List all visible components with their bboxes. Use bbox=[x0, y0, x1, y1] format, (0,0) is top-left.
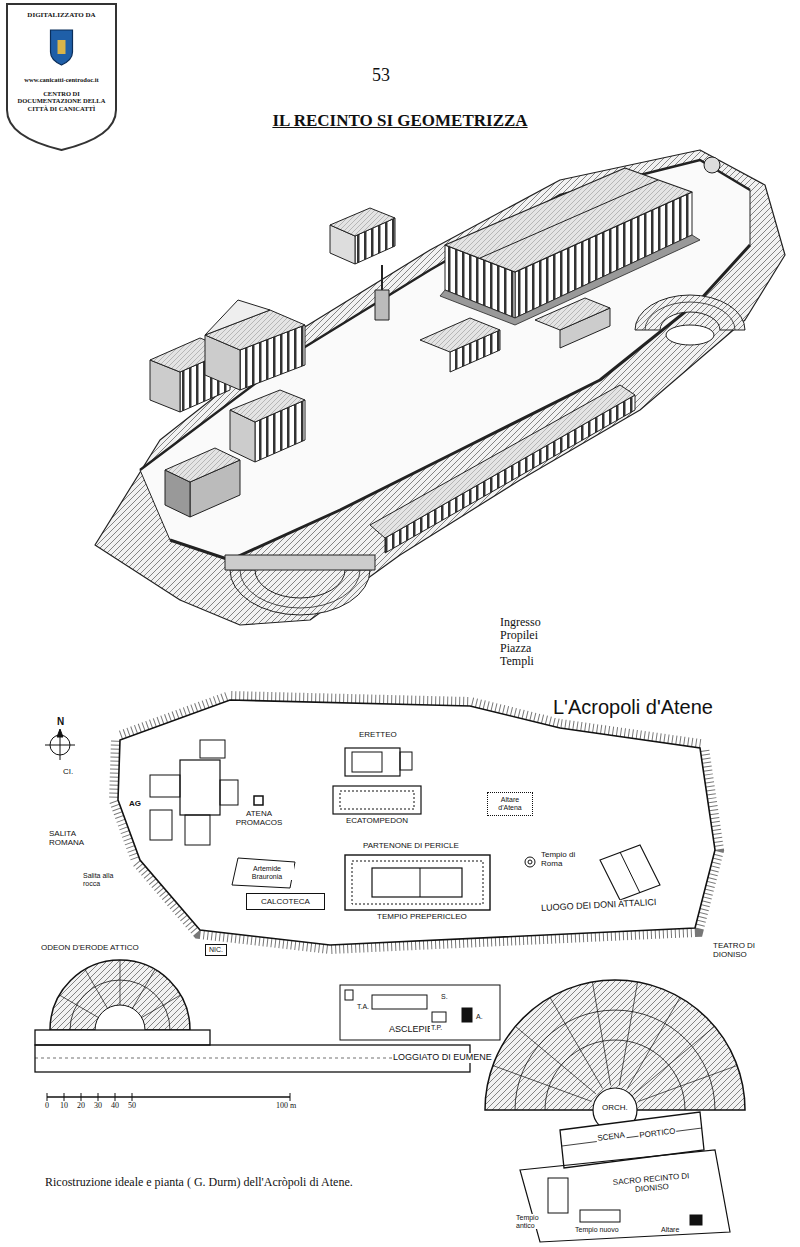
acropolis-reconstruction bbox=[95, 150, 785, 625]
page-title: IL RECINTO SI GEOMETRIZZA bbox=[0, 112, 800, 131]
building-name: ERETTEO bbox=[358, 731, 398, 740]
legend-word: Propilei bbox=[500, 629, 538, 642]
compass-letter: N bbox=[56, 716, 65, 727]
building-name: LOGGIATO DI EUMENE bbox=[392, 1053, 493, 1063]
building-name: Altare bbox=[660, 1226, 680, 1234]
scale-number: 10 bbox=[59, 1102, 69, 1111]
altar-box: Altare d'Atena bbox=[487, 792, 533, 816]
short-label: S. bbox=[440, 993, 449, 1001]
monument-name: ATENA PROMACOS bbox=[228, 810, 290, 828]
scale-number: 40 bbox=[110, 1102, 120, 1111]
acropolis-plan bbox=[35, 700, 745, 1242]
building-name: ODEON D'ERODE ATTICO bbox=[40, 944, 140, 953]
building-name: TEATRO DI DIONISO bbox=[712, 942, 778, 960]
short-label: A. bbox=[475, 1013, 484, 1021]
short-label: CI. bbox=[62, 768, 74, 777]
shield-border bbox=[7, 4, 116, 150]
path-name: Salita alla rocca bbox=[82, 872, 130, 887]
building-name: ECATOMPEDON bbox=[345, 817, 409, 826]
box-label: CALCOTECA bbox=[261, 897, 310, 906]
emblem-tower bbox=[58, 40, 66, 54]
scale-number: 20 bbox=[76, 1102, 86, 1111]
building-name: Artemide Brauronia bbox=[240, 865, 294, 880]
short-label: T.A. bbox=[356, 1003, 370, 1011]
building-box: CALCOTECA bbox=[246, 893, 325, 910]
plan-title: L'Acropoli d'Atene bbox=[552, 696, 714, 718]
box-label: NIC. bbox=[209, 946, 223, 954]
digitizer-shield: DIGITALIZZATO DA www.canicatti-centrodoc.… bbox=[5, 2, 118, 152]
shield-text: CENTRO DI DOCUMENTAZIONE DELLA CITTÀ DI … bbox=[13, 90, 110, 112]
short-label: T.P. bbox=[430, 1024, 443, 1032]
scale-number: 50 bbox=[127, 1102, 137, 1111]
box-label: Altare d'Atena bbox=[492, 796, 528, 812]
scale-number: 100 m bbox=[275, 1102, 297, 1111]
legend-word: Ingresso bbox=[500, 616, 541, 629]
page-number: 53 bbox=[372, 66, 390, 86]
building-name: Tempio nuovo bbox=[574, 1226, 620, 1234]
short-label: ORCH. bbox=[601, 1104, 629, 1113]
legend-word: Piazza bbox=[500, 642, 531, 655]
website-address: www.canicatti-centrodoc.it bbox=[13, 76, 110, 83]
building-box: NIC. bbox=[205, 944, 227, 956]
building-name: Tempio di Roma bbox=[540, 851, 584, 869]
area-name: SACRO RECINTO DI DIONISO bbox=[600, 1171, 703, 1197]
building-name: TEMPIO PREPERICLEO bbox=[376, 913, 468, 922]
building-name: Tempio antico bbox=[515, 1214, 557, 1229]
figure-caption: Ricostruzione ideale e pianta ( G. Durm)… bbox=[45, 1176, 353, 1189]
building-name: PARTENONE DI PERICLE bbox=[362, 842, 460, 851]
short-label: AG bbox=[128, 800, 142, 809]
path-name: SALITA ROMANA bbox=[48, 830, 110, 848]
scale-number: 0 bbox=[44, 1102, 50, 1111]
city-emblem bbox=[51, 30, 73, 65]
legend-word: Templi bbox=[500, 655, 534, 668]
scale-number: 30 bbox=[93, 1102, 103, 1111]
shield-text: DIGITALIZZATO DA bbox=[13, 11, 110, 19]
